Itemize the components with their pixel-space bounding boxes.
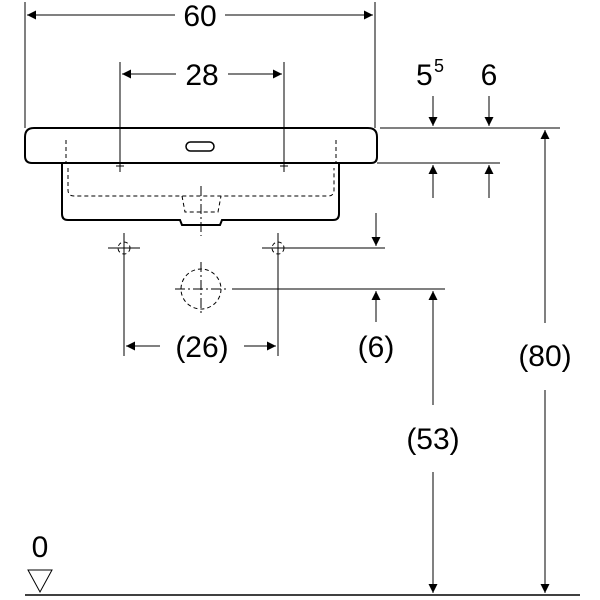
rim-overhang-dimension: 6 xyxy=(380,59,560,198)
floor-level-label: 0 xyxy=(32,531,49,564)
floor-level-triangle-icon xyxy=(27,569,53,594)
overall-width-label: 60 xyxy=(183,0,216,33)
overflow-slot xyxy=(185,141,215,152)
supply-left-circle xyxy=(117,241,131,255)
offset-label: (6) xyxy=(358,331,395,364)
waste-height-label: (53) xyxy=(406,423,459,456)
tap-hole-mark-right xyxy=(280,160,288,172)
rim-height-dimension: (80) xyxy=(518,130,572,593)
offset-dimension: (6) xyxy=(358,213,395,364)
hidden-waste-outlet xyxy=(181,195,222,213)
overall-width-dimension: 60 xyxy=(24,0,376,128)
supply-connection-left xyxy=(108,233,140,262)
washbasin-outline xyxy=(24,127,500,236)
supply-connection-right xyxy=(262,233,385,262)
waste-height-dimension: (53) xyxy=(406,291,460,593)
tap-hole-spacing-label: 28 xyxy=(185,59,218,92)
floor-reference: 0 xyxy=(25,531,580,596)
waste-connection xyxy=(175,262,445,316)
basin-rim xyxy=(24,127,378,164)
rim-thickness-label: 5 xyxy=(416,59,433,92)
rim-thickness-superscript: 5 xyxy=(434,56,444,76)
tap-hole-spacing-dimension: 28 xyxy=(119,59,285,160)
rim-thickness-dimension: 5 5 xyxy=(416,56,444,198)
tap-hole-mark-left xyxy=(116,160,124,172)
connection-spacing-dimension: (26) xyxy=(123,262,279,364)
rim-overhang-label: 6 xyxy=(481,59,498,92)
connection-spacing-label: (26) xyxy=(175,331,228,364)
rim-height-label: (80) xyxy=(518,340,571,373)
hidden-bowl-inner xyxy=(67,168,335,197)
supply-right-circle xyxy=(271,241,285,255)
